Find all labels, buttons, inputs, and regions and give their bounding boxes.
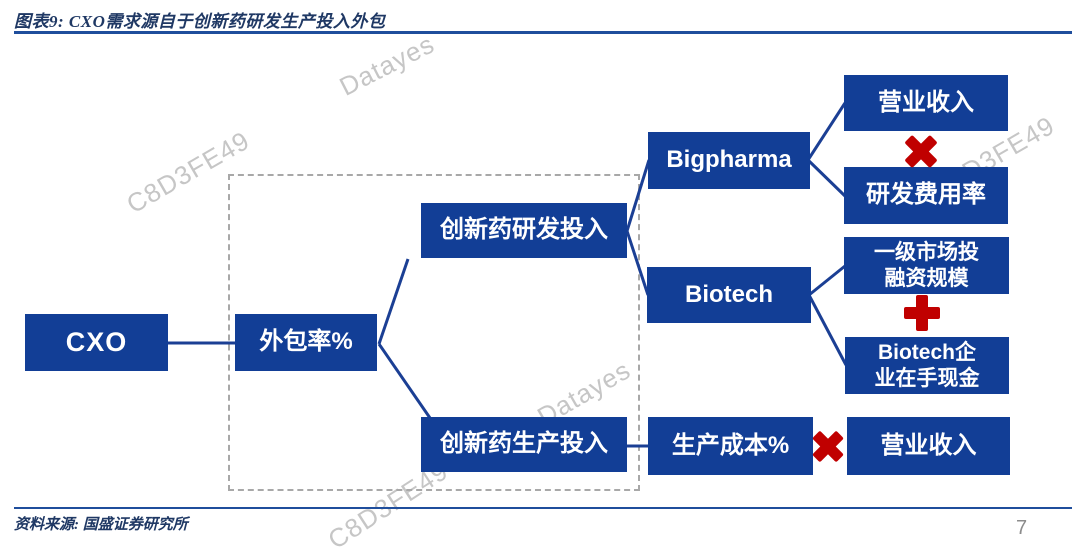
node-bigpharma: Bigpharma	[648, 132, 810, 189]
node-cxo: CXO	[25, 314, 168, 371]
connector-biotech-primary	[808, 264, 846, 297]
connector-rd-biotech	[625, 230, 650, 296]
node-biotech-cash: Biotech企 业在手现金	[845, 337, 1009, 394]
node-rd-expense-ratio: 研发费用率	[844, 167, 1008, 224]
node-production-investment: 创新药生产投入	[421, 417, 627, 472]
title-divider	[14, 31, 1072, 34]
node-rd-investment: 创新药研发投入	[421, 203, 627, 258]
connector-rd-bigpharma	[625, 159, 651, 232]
node-production-cost: 生产成本%	[648, 417, 813, 475]
node-revenue-top: 营业收入	[844, 75, 1008, 131]
connector-outsourcing-rd	[377, 258, 410, 345]
connector-biotech-cash	[807, 294, 848, 366]
connector-outsourcing-production	[377, 343, 432, 419]
multiply-icon	[903, 133, 939, 169]
multiply-icon	[811, 429, 845, 463]
dashed-group-frame	[228, 174, 640, 491]
node-outsourcing-rate: 外包率%	[235, 314, 377, 371]
node-primary-market-financing: 一级市场投 融资规模	[844, 237, 1009, 294]
figure-title: 图表9: CXO需求源自于创新药研发生产投入外包	[14, 12, 386, 31]
connector-bigpharma-expense	[806, 158, 847, 198]
source-note: 资料来源: 国盛证券研究所	[14, 517, 188, 533]
plus-icon-bar	[916, 295, 928, 331]
page-number: 7	[1016, 517, 1028, 539]
footer-divider	[14, 507, 1072, 509]
node-biotech: Biotech	[647, 267, 811, 323]
node-revenue-bottom: 营业收入	[847, 417, 1010, 475]
connector-bigpharma-revenue	[806, 102, 847, 161]
plus-icon	[904, 295, 940, 331]
